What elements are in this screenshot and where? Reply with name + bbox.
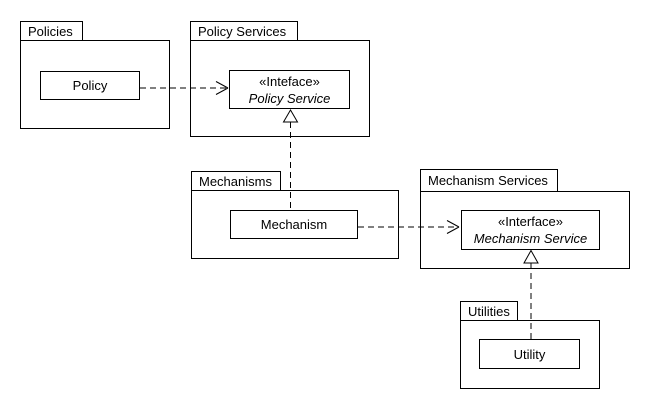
- package-tab-utilities: Utilities: [460, 301, 518, 321]
- package-tab-policies: Policies: [20, 21, 83, 41]
- package-label-policies: Policies: [28, 23, 73, 39]
- class-mechanism-name: Mechanism: [260, 217, 328, 232]
- interface-policy-service: «Inteface» Policy Service: [229, 70, 350, 109]
- interface-mechanism-service-name: Mechanism Service: [473, 231, 588, 246]
- package-tab-mechanism-services: Mechanism Services: [420, 169, 558, 192]
- class-policy: Policy: [40, 71, 140, 100]
- package-label-policy-services: Policy Services: [198, 23, 287, 39]
- interface-mechanism-service: «Interface» Mechanism Service: [461, 210, 600, 250]
- package-label-mechanism-services: Mechanism Services: [428, 173, 548, 188]
- package-label-utilities: Utilities: [468, 303, 510, 319]
- class-mechanism: Mechanism: [230, 210, 358, 239]
- class-policy-name: Policy: [72, 78, 108, 93]
- package-tab-policy-services: Policy Services: [190, 21, 298, 41]
- class-utility-name: Utility: [513, 346, 546, 362]
- interface-policy-service-name: Policy Service: [248, 90, 331, 106]
- package-label-mechanisms: Mechanisms: [199, 173, 272, 189]
- interface-mechanism-service-stereotype: «Interface»: [497, 214, 564, 229]
- class-utility: Utility: [479, 339, 580, 369]
- package-tab-mechanisms: Mechanisms: [191, 171, 281, 191]
- interface-policy-service-stereotype: «Inteface»: [259, 73, 320, 89]
